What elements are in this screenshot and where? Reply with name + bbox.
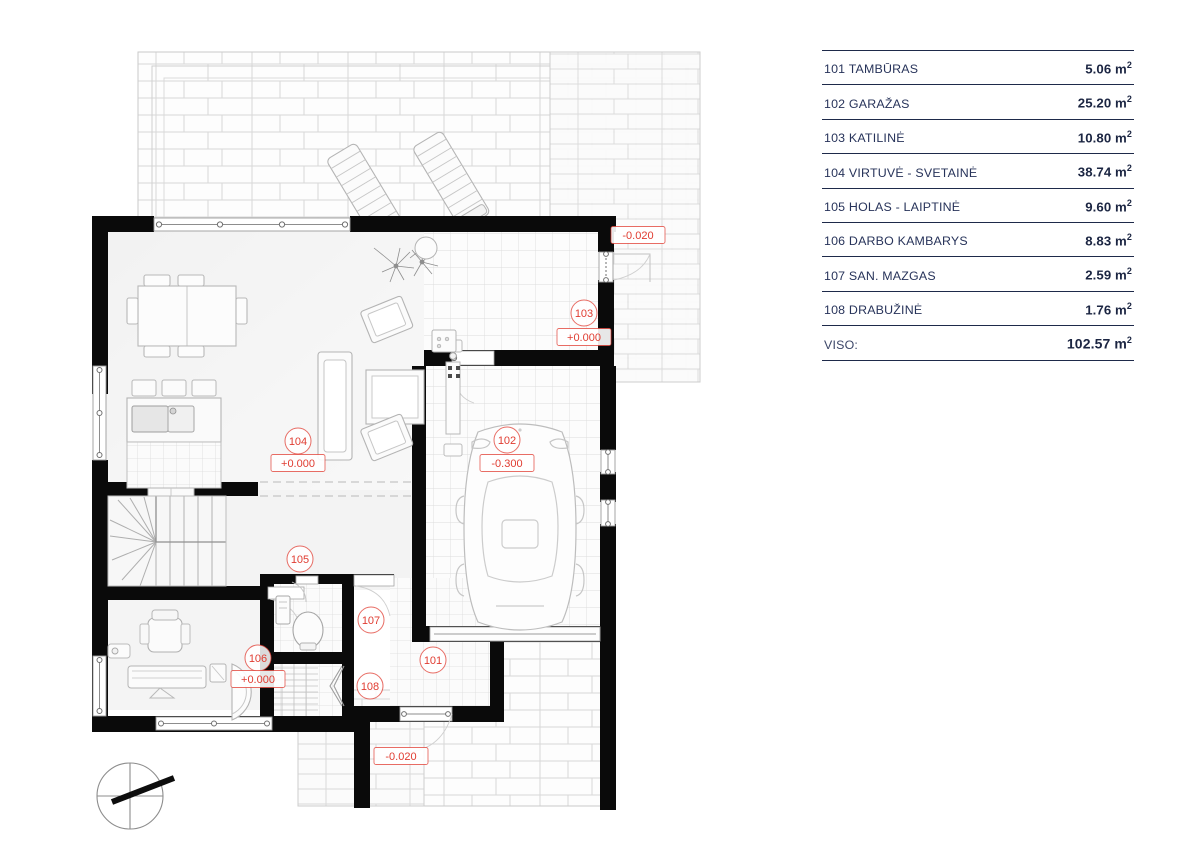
- level-tag: +0.000: [230, 670, 286, 688]
- room-marker-label: 106: [249, 653, 267, 665]
- room-marker-103: 103: [570, 299, 598, 327]
- folding-door-108: [329, 665, 345, 707]
- room-area: 1.76 m2: [1085, 300, 1132, 318]
- room-area: 5.06 m2: [1085, 60, 1132, 77]
- room-name: 101 TAMBŪRAS: [824, 62, 919, 77]
- room-marker-label: 103: [575, 308, 593, 320]
- north-arrow: [88, 752, 188, 838]
- level-tag: +0.000: [270, 454, 326, 472]
- room-name: 104 VIRTUVĖ - SVETAINĖ: [824, 165, 978, 180]
- level-value: +0.000: [241, 674, 275, 686]
- room-marker-104: 104: [284, 427, 312, 455]
- level-value: -0.300: [491, 458, 522, 470]
- room-marker-label: 108: [361, 681, 379, 693]
- coffee-table: [365, 369, 425, 425]
- schedule-row: 106 DARBO KAMBARYS 8.83 m2: [822, 223, 1134, 258]
- level-tags: -0.020 +0.000 -0.300 +0.000 +0.000 -0.020: [230, 226, 666, 765]
- room-marker-108: 108: [356, 672, 384, 700]
- level-value: -0.020: [385, 751, 416, 763]
- office-chair: [139, 609, 191, 653]
- level-tag: -0.300: [479, 454, 535, 472]
- room-area: 38.74 m2: [1077, 163, 1132, 180]
- room-name: VISO:: [824, 337, 859, 352]
- level-value: +0.000: [281, 458, 315, 470]
- schedule-total-row: VISO: 102.57 m2: [822, 326, 1134, 361]
- room-name: 107 SAN. MAZGAS: [824, 268, 936, 283]
- armchair-bottom: [360, 413, 414, 462]
- compass-needle: [110, 775, 176, 805]
- wardrobe-shelving: [274, 664, 318, 716]
- wc-fixtures: [275, 575, 324, 651]
- dining-table: [126, 274, 248, 358]
- room-area: 10.80 m2: [1077, 128, 1132, 146]
- room-area: 8.83 m2: [1085, 231, 1132, 249]
- sofa: [317, 351, 353, 461]
- room-area: 9.60 m2: [1085, 197, 1132, 214]
- room-marker-label: 105: [291, 554, 309, 566]
- room-name: 106 DARBO KAMBARYS: [824, 234, 968, 249]
- room-area: 25.20 m2: [1077, 94, 1132, 111]
- boiler-equipment: [414, 236, 457, 353]
- room-markers: 101 102 103 104 105 106 107 108: [244, 299, 598, 700]
- room-marker-label: 104: [289, 436, 307, 448]
- room-name: 108 DRABUŽINĖ: [824, 303, 923, 318]
- room-area: 102.57 m2: [1066, 335, 1132, 352]
- schedule-row: 104 VIRTUVĖ - SVETAINĖ 38.74 m2: [822, 154, 1134, 189]
- level-tag: -0.020: [373, 747, 429, 765]
- armchair-top: [360, 295, 414, 344]
- schedule-row: 101 TAMBŪRAS 5.06 m2: [822, 50, 1134, 86]
- room-marker-106: 106: [244, 644, 272, 672]
- office-desk: [127, 663, 227, 699]
- room-name: 103 KATILINĖ: [824, 131, 905, 146]
- level-value: +0.000: [567, 332, 601, 344]
- kitchen-island: [126, 379, 222, 443]
- level-tag: -0.020: [610, 226, 666, 244]
- room-marker-101: 101: [419, 646, 447, 674]
- schedule-row: 102 GARAŽAS 25.20 m2: [822, 85, 1134, 120]
- room-name: 102 GARAŽAS: [824, 96, 910, 111]
- level-value: -0.020: [622, 230, 653, 242]
- schedule-row: 107 SAN. MAZGAS 2.59 m2: [822, 257, 1134, 292]
- room-name: 105 HOLAS - LAIPTINĖ: [824, 199, 961, 214]
- room-marker-105: 105: [286, 545, 314, 573]
- glazing: [92, 217, 651, 753]
- room-marker-107: 107: [357, 606, 385, 634]
- staircase: [107, 495, 227, 587]
- room-marker-label: 107: [362, 615, 380, 627]
- room-marker-label: 101: [424, 655, 442, 667]
- room-area: 2.59 m2: [1085, 266, 1132, 283]
- office-shelf: [107, 643, 131, 659]
- schedule-row: 105 HOLAS - LAIPTINĖ 9.60 m2: [822, 189, 1134, 223]
- car: [455, 423, 585, 631]
- schedule-row: 103 KATILINĖ 10.80 m2: [822, 120, 1134, 155]
- schedule-row: 108 DRABUŽINĖ 1.76 m2: [822, 292, 1134, 327]
- level-tag: +0.000: [556, 328, 612, 346]
- room-marker-102: 102: [493, 426, 521, 454]
- room-marker-label: 102: [498, 435, 516, 447]
